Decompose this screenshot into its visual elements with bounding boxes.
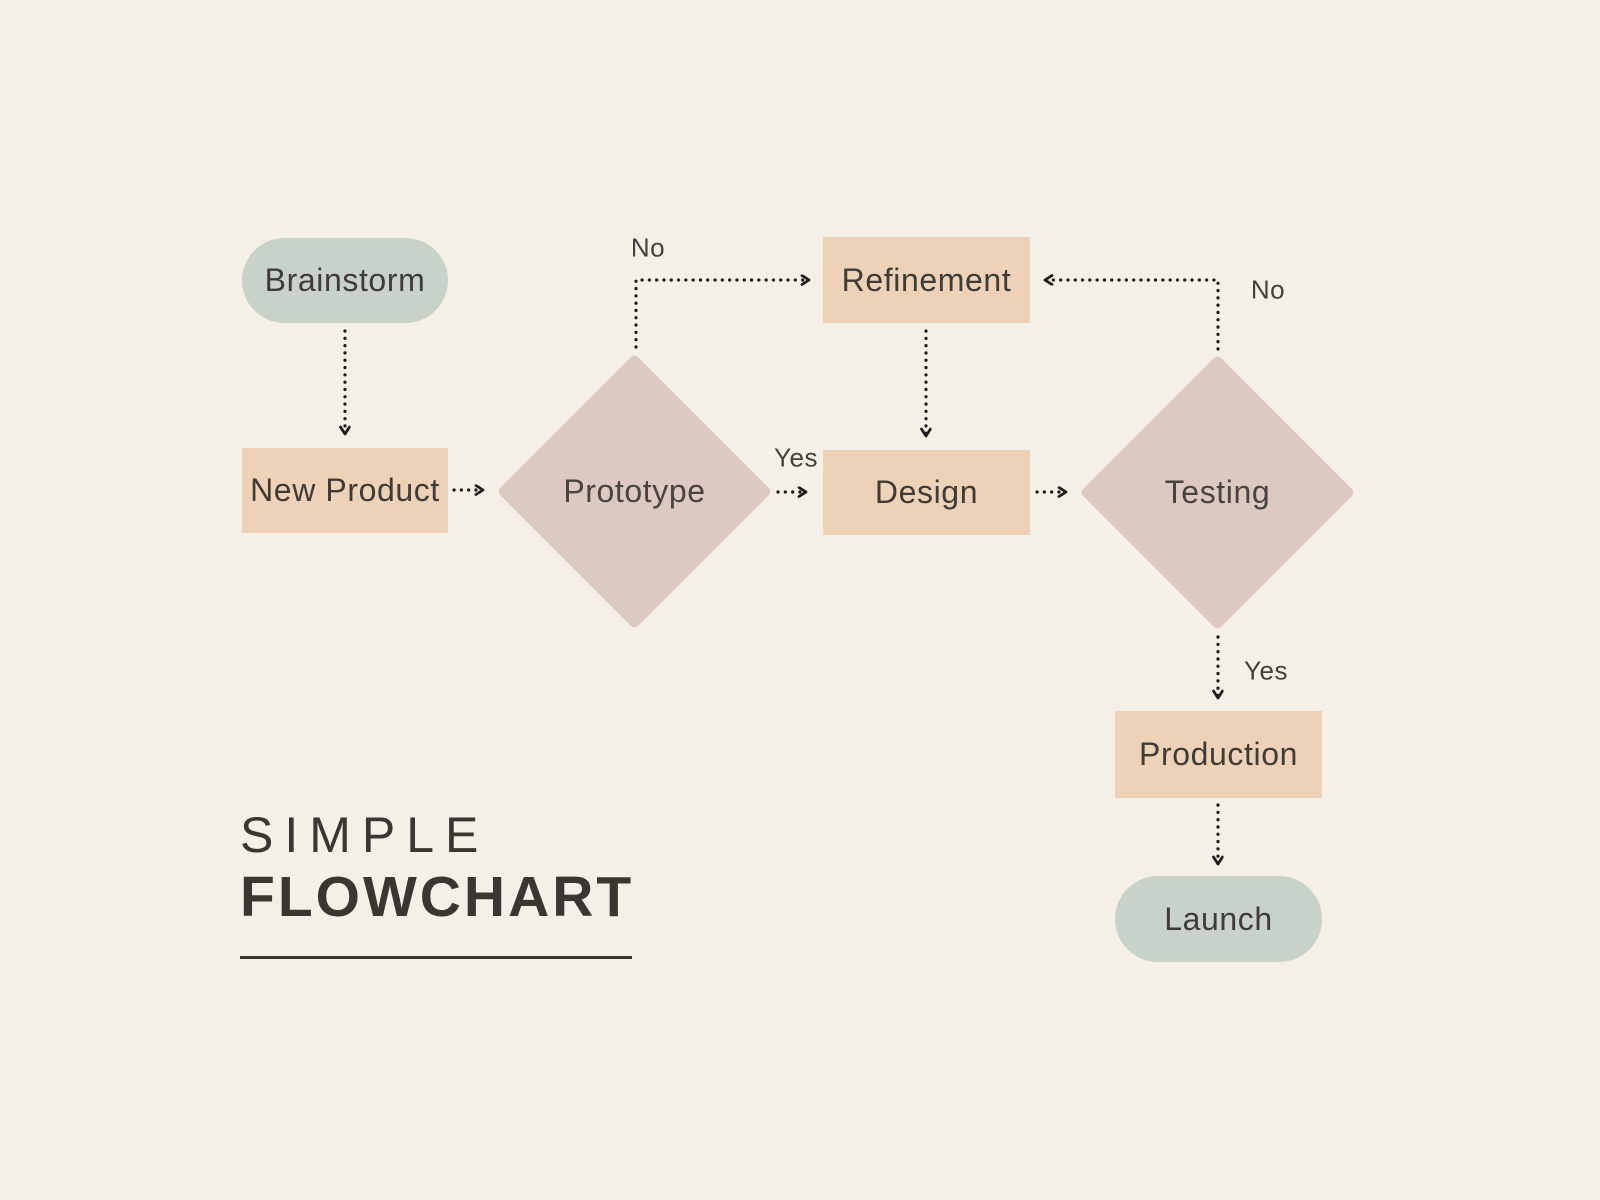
edge-prototype-refinement [634, 280, 811, 349]
title-line-1: SIMPLE [240, 807, 490, 863]
node-testing: Testing [1164, 474, 1271, 510]
node-production: Production [1115, 711, 1322, 798]
edge-label-prototype-no: No [630, 232, 666, 263]
node-brainstorm: Brainstorm [242, 238, 448, 323]
node-refinement: Refinement [823, 237, 1030, 323]
title-block: SIMPLE FLOWCHART [240, 806, 634, 959]
title-underline [240, 956, 632, 959]
node-prototype: Prototype [563, 473, 706, 509]
node-new-product: New Product [242, 448, 448, 533]
edge-label-prototype-yes: Yes [774, 442, 818, 473]
edge-label-testing-yes: Yes [1244, 655, 1288, 686]
edge-label-testing-no: No [1250, 274, 1286, 305]
node-design: Design [823, 450, 1030, 535]
node-launch: Launch [1115, 876, 1322, 962]
edge-testing-refinement [1043, 280, 1220, 351]
title-line-2: FLOWCHART [240, 865, 635, 929]
